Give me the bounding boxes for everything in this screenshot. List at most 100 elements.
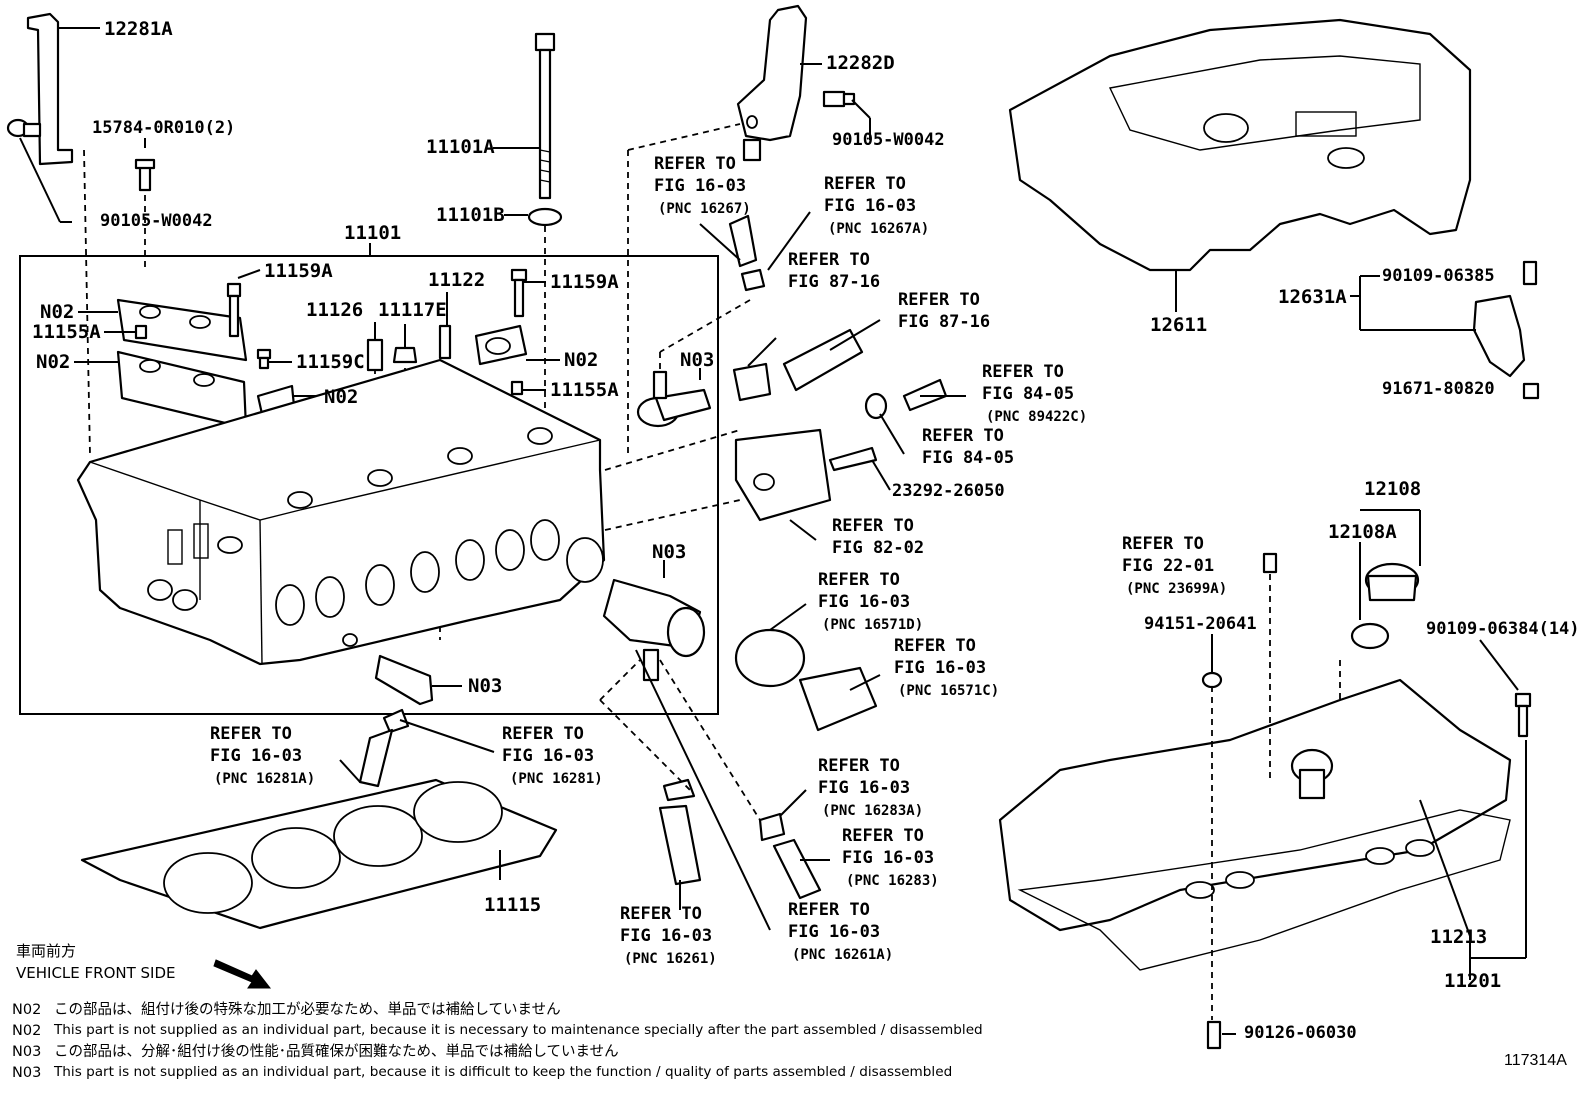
label-11101b: 11101B — [436, 204, 505, 226]
refer-2-line2: FIG 16-03 — [824, 196, 917, 216]
refer-11-line1: REFER TO — [842, 826, 924, 846]
refer-14-line1: REFER TO — [210, 724, 292, 744]
note-code-3: N03 — [12, 1044, 42, 1060]
refer-4-line1: REFER TO — [898, 290, 980, 310]
label-90109-06384: 90109-06384(14) — [1426, 619, 1580, 639]
bolt-15784 — [134, 138, 156, 192]
head-gasket-11115 — [80, 778, 558, 930]
label-n02-2: N02 — [36, 351, 71, 373]
refer-2-line1: REFER TO — [824, 174, 906, 194]
refer-9-line1: REFER TO — [894, 636, 976, 656]
label-12282d: 12282D — [826, 52, 895, 74]
refer-3-line2: FIG 87-16 — [788, 272, 881, 292]
refer-15-line1: REFER TO — [502, 724, 584, 744]
refer-15-line3: (PNC 16281) — [510, 771, 603, 787]
refer-5-line1: REFER TO — [982, 362, 1064, 382]
refer-1-line1: REFER TO — [654, 154, 736, 174]
refer-13-line3: (PNC 16261) — [624, 951, 717, 967]
refer-5-line3: (PNC 89422C) — [986, 409, 1088, 425]
refer-14-line2: FIG 16-03 — [210, 746, 303, 766]
label-91671: 91671-80820 — [1382, 379, 1495, 399]
refer-11-line2: FIG 16-03 — [842, 848, 935, 868]
refer-13-line2: FIG 16-03 — [620, 926, 713, 946]
refer-16-line1: REFER TO — [1122, 534, 1204, 554]
label-11126: 11126 — [306, 299, 364, 321]
note-text-2: This part is not supplied as an individu… — [54, 1022, 983, 1038]
refer-14-line3: (PNC 16281A) — [214, 771, 316, 787]
note-code-2: N02 — [12, 1023, 42, 1039]
refer-3-line1: REFER TO — [788, 250, 870, 270]
label-11155a-1: 11155A — [32, 321, 101, 343]
refer-6-line2: FIG 84-05 — [922, 448, 1015, 468]
refer-7-line1: REFER TO — [832, 516, 914, 536]
refer-9-line2: FIG 16-03 — [894, 658, 987, 678]
refer-6-line1: REFER TO — [922, 426, 1004, 446]
cam-cap-set — [74, 298, 560, 430]
oil-cap-12108 — [1350, 509, 1421, 650]
note-code-4: N03 — [12, 1065, 42, 1081]
note-text-4: This part is not supplied as an individu… — [54, 1064, 953, 1080]
label-15784: 15784-0R010(2) — [92, 118, 236, 138]
label-n02-1: N02 — [40, 301, 75, 323]
label-11155a-2: 11155A — [550, 379, 619, 401]
fitting-n03-mid — [602, 560, 706, 682]
label-90126: 90126-06030 — [1244, 1023, 1357, 1043]
vehicle-front-arrow — [213, 959, 272, 989]
washer-11101b — [527, 207, 563, 227]
plug-11117e — [392, 346, 418, 364]
refer-11-line3: (PNC 16283) — [846, 873, 939, 889]
refer-1-line2: FIG 16-03 — [654, 176, 747, 196]
engine-cover-12611 — [1008, 18, 1472, 312]
label-11115: 11115 — [484, 894, 542, 916]
bolt-90105-right — [822, 90, 871, 140]
refer-13-line1: REFER TO — [620, 904, 702, 924]
refer-12-line3: (PNC 16261A) — [792, 947, 894, 963]
refer-15-line2: FIG 16-03 — [502, 746, 595, 766]
note-code-1: N02 — [12, 1002, 42, 1018]
label-11159a-2: 11159A — [550, 271, 619, 293]
label-94151: 94151-20641 — [1144, 614, 1257, 634]
refer-1-line3: (PNC 16267) — [658, 201, 751, 217]
cylinder-head-11101 — [76, 358, 606, 666]
bolt-11101a — [493, 32, 556, 200]
label-90105-left: 90105-W0042 — [100, 211, 213, 231]
label-n03-2: N03 — [652, 541, 687, 563]
refer-12-line1: REFER TO — [788, 900, 870, 920]
label-n03-3: N03 — [468, 675, 503, 697]
label-12281a: 12281A — [104, 18, 173, 40]
bracket-12281a — [26, 12, 100, 166]
refer-2-line3: (PNC 16267A) — [828, 221, 930, 237]
vehicle-front-en: VEHICLE FRONT SIDE — [16, 964, 176, 982]
figure-id: 117314A — [1504, 1052, 1567, 1069]
label-n02-3: N02 — [324, 386, 359, 408]
label-12108: 12108 — [1364, 478, 1422, 500]
refer-8-line1: REFER TO — [818, 570, 900, 590]
refer-9-line3: (PNC 16571C) — [898, 683, 1000, 699]
label-11159a-1: 11159A — [264, 260, 333, 282]
sleeve-11122 — [438, 324, 452, 360]
label-90109-06385: 90109-06385 — [1382, 266, 1495, 286]
refer-10-line2: FIG 16-03 — [818, 778, 911, 798]
bolt-90105-left — [6, 118, 72, 223]
label-11117e: 11117E — [378, 299, 447, 321]
head-cover-11201 — [998, 678, 1512, 971]
label-12631a: 12631A — [1278, 286, 1347, 308]
pin-11126 — [366, 338, 384, 372]
label-23292: 23292-26050 — [892, 481, 1005, 501]
refer-16-line2: FIG 22-01 — [1122, 556, 1215, 576]
bracket-12282d — [736, 4, 822, 162]
label-11159c: 11159C — [296, 351, 365, 373]
label-11122: 11122 — [428, 269, 486, 291]
label-90105-right: 90105-W0042 — [832, 130, 945, 150]
refer-5-line2: FIG 84-05 — [982, 384, 1075, 404]
fitting-n03-bottom — [374, 654, 462, 706]
refer-4-line2: FIG 87-16 — [898, 312, 991, 332]
refer-10-line1: REFER TO — [818, 756, 900, 776]
label-n03-1: N03 — [680, 349, 715, 371]
label-12611: 12611 — [1150, 314, 1208, 336]
refer-7-line2: FIG 82-02 — [832, 538, 925, 558]
refer-8-line3: (PNC 16571D) — [822, 617, 924, 633]
refer-12-line2: FIG 16-03 — [788, 922, 881, 942]
